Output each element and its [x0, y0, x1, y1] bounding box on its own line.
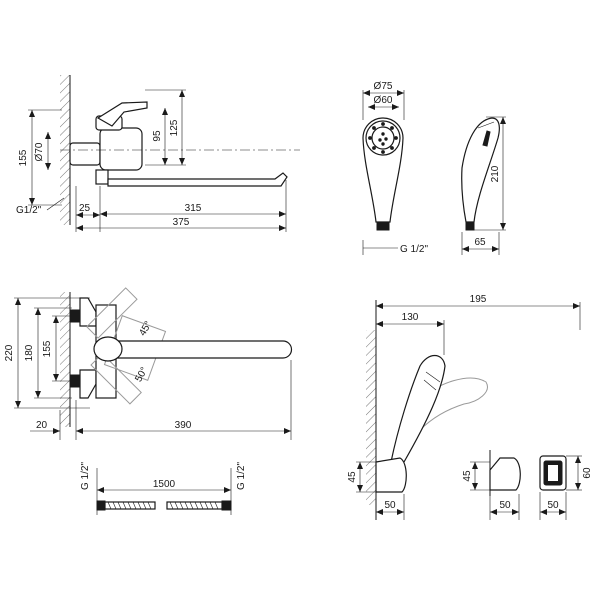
angle-label-50: 50° — [133, 365, 150, 384]
dim-label-125: 125 — [169, 119, 180, 136]
dim-label-390: 390 — [175, 420, 192, 431]
spray-nozzles — [368, 122, 398, 154]
thread-label: G 1/2" — [400, 244, 428, 255]
holder-assembly-view: 195 130 45 50 — [347, 294, 581, 520]
wall-hatch — [60, 292, 70, 427]
side-nozzle — [482, 130, 491, 147]
shower-tilted-ghost — [417, 377, 488, 432]
flange-lower — [79, 369, 97, 399]
holder-side-body — [489, 457, 521, 491]
hose-nut-left — [96, 500, 106, 511]
spray-inner-ring — [371, 126, 395, 150]
holder-front-inner — [548, 465, 558, 481]
dim-label-50b: 50 — [499, 500, 511, 511]
shower-connector — [376, 221, 390, 231]
dim-label-dia60: Ø60 — [374, 95, 393, 106]
mixer-side-view: 155 Ø70 95 125 G1/2" 25 315 375 — [16, 75, 300, 232]
dim-label-dia70: Ø70 — [34, 142, 45, 161]
mixer-body — [99, 127, 143, 171]
dim-label-375: 375 — [173, 217, 190, 228]
hose-view: G 1/2" G 1/2" 1500 — [80, 462, 247, 515]
dim-label-95: 95 — [152, 130, 163, 142]
mixer-top-view: 45° 50° 220 180 155 20 390 — [4, 287, 293, 440]
hose-segment-left — [104, 501, 156, 510]
hose-nut-right — [221, 500, 232, 511]
shower-side-body — [461, 117, 500, 223]
hose-thread-left: G 1/2" — [80, 462, 91, 490]
dim-label-155b: 155 — [42, 340, 53, 357]
wall-connector — [69, 142, 101, 166]
dim-label-130: 130 — [402, 312, 419, 323]
dim-label-155: 155 — [18, 149, 29, 166]
holder-bracket — [375, 457, 407, 493]
dim-label-50c: 50 — [547, 500, 559, 511]
spout-top — [107, 340, 293, 359]
wall-hatch — [366, 330, 376, 505]
hand-shower-side-view: 210 65 — [461, 116, 506, 255]
dim-label-50: 50 — [384, 500, 396, 511]
face-line — [477, 121, 495, 129]
swivel-joint — [93, 336, 123, 362]
dim-label-20: 20 — [36, 420, 48, 431]
holder-front-view: 60 50 — [539, 455, 593, 520]
hose-windings — [169, 501, 219, 510]
shower-in-holder — [390, 354, 446, 463]
dim-label-45: 45 — [347, 471, 358, 483]
diverter-knob — [95, 169, 109, 185]
side-connector — [465, 221, 475, 231]
lever-handle — [96, 101, 148, 127]
dim-label-315: 315 — [185, 203, 202, 214]
dim-label-195: 195 — [470, 294, 487, 305]
dim-label-60: 60 — [582, 467, 593, 479]
dim-label-65: 65 — [474, 237, 486, 248]
dim-label-210: 210 — [490, 165, 501, 182]
dim-label-25: 25 — [79, 203, 91, 214]
hand-shower-front-view: Ø75 Ø60 G 1/2" — [362, 81, 428, 255]
thread-label: G1/2" — [16, 205, 42, 216]
hose-thread-right: G 1/2" — [236, 462, 247, 490]
flange-upper — [79, 297, 97, 327]
dim-label-dia75: Ø75 — [374, 81, 393, 92]
dim-label-45b: 45 — [462, 470, 473, 482]
holder-side-view: 45 50 — [462, 450, 521, 520]
spout — [107, 172, 288, 187]
leader-line — [46, 197, 65, 211]
hose-windings — [107, 501, 152, 510]
dim-label-180: 180 — [24, 344, 35, 361]
dim-label-220: 220 — [4, 344, 15, 361]
dim-label-1500: 1500 — [153, 479, 176, 490]
shower-face-lines — [423, 371, 441, 391]
